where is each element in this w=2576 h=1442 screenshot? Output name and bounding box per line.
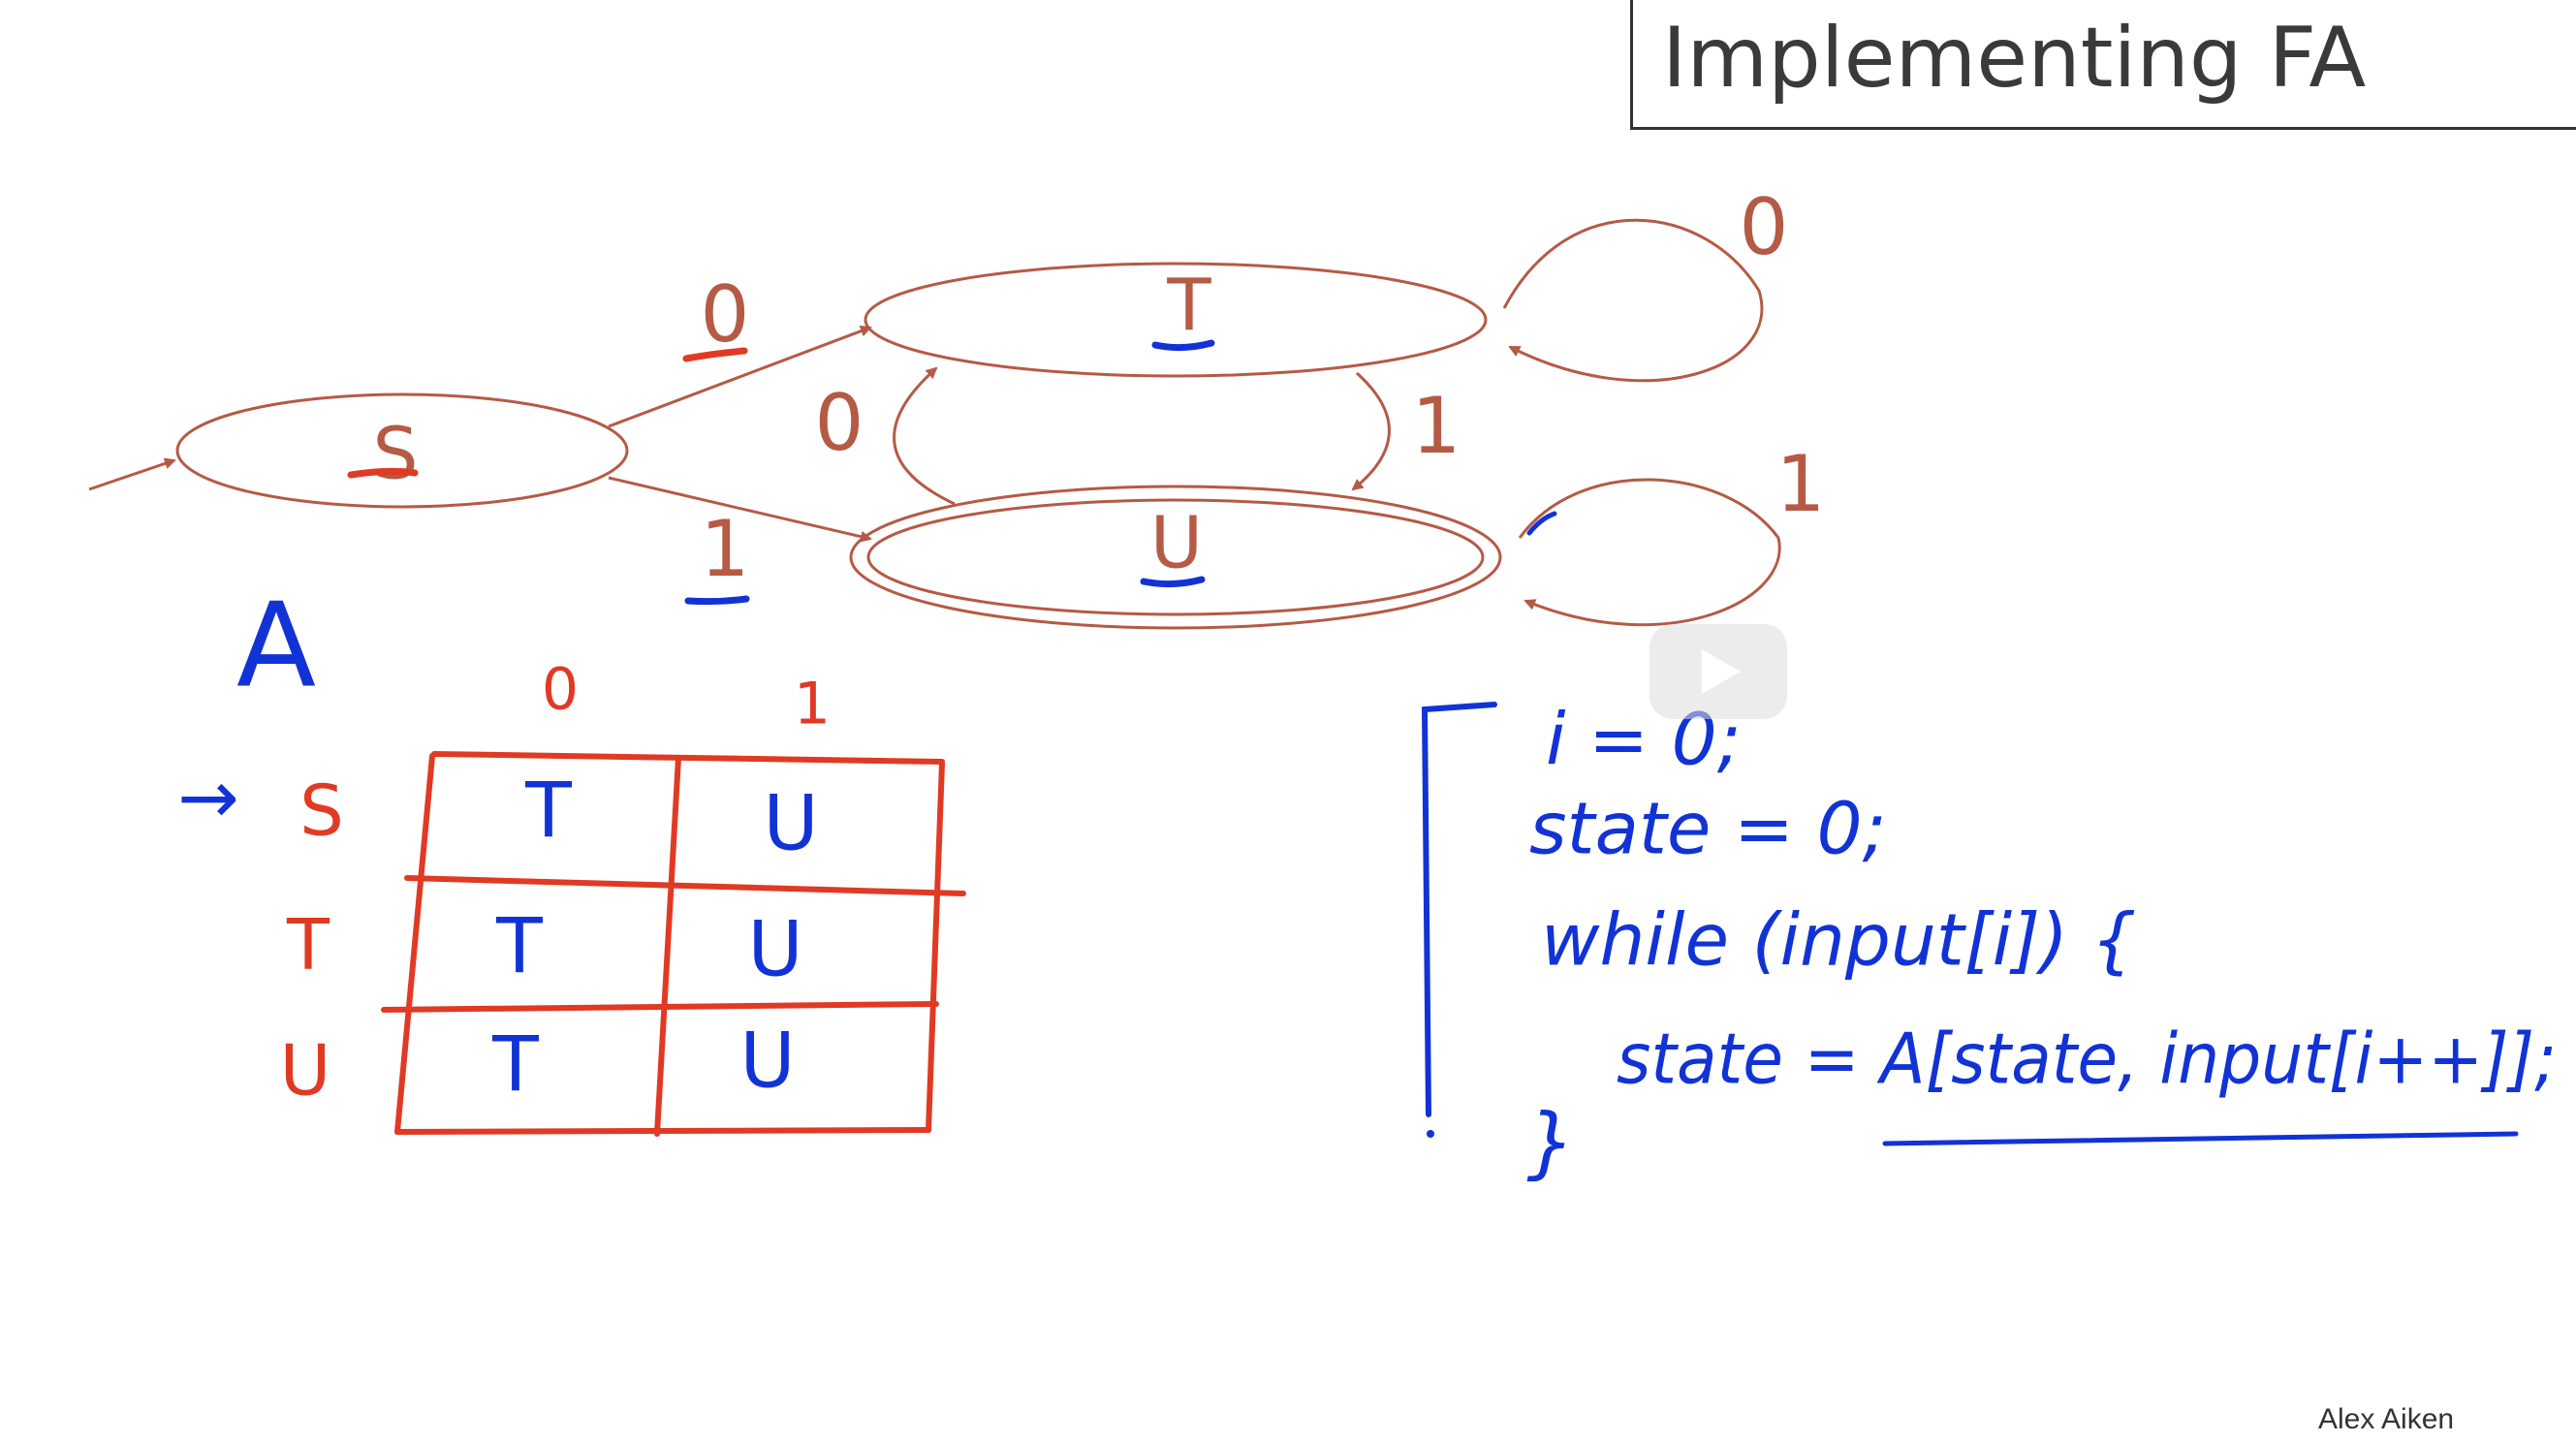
table-cell-u-0: T (491, 1021, 539, 1109)
state-s-circle (175, 392, 629, 509)
code-line-2: state = 0; (1529, 788, 1887, 871)
play-button[interactable] (1649, 624, 1787, 719)
slide-title: Implementing FA (1662, 10, 2367, 107)
table-name-label: A (236, 580, 316, 714)
state-u-outer-circle (849, 485, 1502, 630)
table-divider-column (654, 755, 681, 1137)
author-credit: Alex Aiken (2318, 1403, 2455, 1435)
state-t-underline (1151, 339, 1215, 352)
transition-s-to-t-label: 0 (701, 269, 750, 360)
table-border-top (431, 751, 945, 765)
transition-t-to-u-label: 1 (1412, 381, 1461, 471)
state-t-circle (864, 262, 1488, 378)
blue-pen-mark (1526, 511, 1557, 536)
code-bracket-dot (1427, 1130, 1434, 1138)
table-cell-t-1: U (747, 906, 802, 993)
table-col-header-1: 1 (794, 671, 831, 738)
table-border-right (926, 761, 945, 1133)
table-cell-s-1: U (763, 780, 818, 867)
table-border-bottom (394, 1127, 931, 1135)
start-state-marker: → (177, 754, 239, 840)
state-u-underline (1140, 576, 1206, 588)
code-line-4: state = A[state, input[i++]]; (1617, 1019, 2557, 1100)
state-u-label: U (1150, 502, 1203, 585)
play-icon (1702, 649, 1741, 694)
start-arrow (88, 457, 176, 491)
transition-t-self-loop (1502, 218, 1764, 383)
table-row-label-s: S (299, 770, 344, 852)
transition-s-to-u-label-underline (684, 595, 750, 606)
transition-u-to-t-label: 0 (815, 378, 864, 468)
transition-s-to-u (608, 476, 872, 543)
table-row-label-t: T (286, 904, 330, 986)
code-line-3: while (input[i]) { (1541, 899, 2137, 983)
title-box: Implementing FA (1630, 0, 2576, 130)
table-cell-t-0: T (495, 903, 543, 990)
state-t-label: T (1166, 265, 1211, 348)
transition-s-to-t-label-underline (682, 347, 748, 362)
transition-u-self-loop (1518, 478, 1781, 627)
state-s-label: S (373, 413, 419, 496)
code-underline (1882, 1131, 2519, 1146)
transition-t-to-u (1351, 371, 1391, 491)
transition-u-to-t (893, 366, 956, 506)
code-line-5: } (1526, 1097, 1576, 1187)
table-cell-s-0: T (524, 768, 572, 855)
transition-t-self-loop-label: 0 (1740, 182, 1789, 272)
transition-s-to-u-label: 1 (701, 504, 750, 594)
table-row-label-u: U (280, 1030, 331, 1112)
table-border-left (394, 753, 435, 1135)
state-u-inner-circle (866, 498, 1485, 616)
table-divider-row-2 (381, 1001, 939, 1013)
table-cell-u-1: U (739, 1018, 795, 1105)
transition-u-self-loop-label: 1 (1776, 439, 1826, 529)
state-s-underline (347, 467, 419, 479)
table-col-header-0: 0 (542, 656, 579, 724)
transition-s-to-t (608, 325, 872, 428)
code-bracket (1421, 702, 1497, 1117)
table-divider-row-1 (404, 875, 966, 896)
